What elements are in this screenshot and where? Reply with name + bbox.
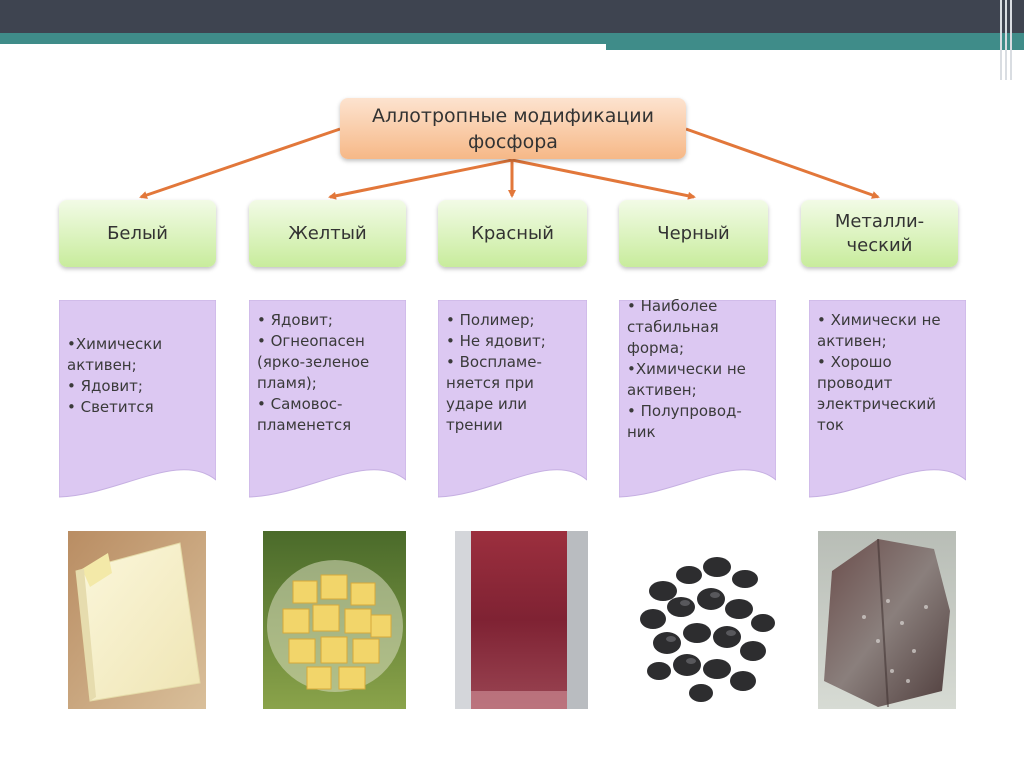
property-item: • Ядовит; bbox=[257, 311, 333, 329]
header-bar bbox=[0, 0, 1024, 33]
property-item: • Воспламе- няется при ударе или трении bbox=[446, 353, 542, 434]
metallic-phosphorus-photo bbox=[818, 531, 956, 709]
description-list: • Наиболее стабильная форма; •Химически … bbox=[627, 296, 772, 443]
black-phosphorus-photo bbox=[631, 531, 783, 709]
arrow-to-metallic bbox=[685, 127, 880, 199]
category-black: Черный bbox=[619, 200, 768, 267]
property-item: •Химически не активен; bbox=[627, 360, 746, 399]
description-white: •Химически активен; • Ядовит; • Светится bbox=[59, 300, 216, 505]
white-phosphorus-block-icon bbox=[68, 531, 206, 709]
description-list: • Ядовит; • Огнеопасен (ярко-зеленое пла… bbox=[257, 310, 402, 436]
property-item: • Светится bbox=[67, 398, 154, 416]
arrow-to-yellow bbox=[328, 158, 513, 200]
category-label: Белый bbox=[107, 222, 168, 244]
category-label: Черный bbox=[657, 222, 730, 244]
description-list: • Полимер; • Не ядовит; • Воспламе- няет… bbox=[446, 310, 583, 436]
red-phosphorus-photo bbox=[455, 531, 588, 709]
red-phosphorus-powder-icon bbox=[455, 531, 588, 709]
description-list: • Химически не активен; • Хорошо проводи… bbox=[817, 310, 962, 436]
arrow-to-white bbox=[139, 127, 341, 199]
arrow-to-black bbox=[511, 158, 696, 200]
category-label: Желтый bbox=[288, 222, 367, 244]
description-yellow: • Ядовит; • Огнеопасен (ярко-зеленое пла… bbox=[249, 300, 406, 505]
property-item: • Полупровод- ник bbox=[627, 402, 742, 441]
category-label: Красный bbox=[471, 222, 554, 244]
property-item: • Ядовит; bbox=[67, 377, 143, 395]
description-metallic: • Химически не активен; • Хорошо проводи… bbox=[809, 300, 966, 505]
property-item: • Самовос- пламенется bbox=[257, 395, 352, 434]
slide-edge-decoration bbox=[996, 0, 1024, 80]
yellow-phosphorus-cubes-icon bbox=[263, 531, 406, 709]
category-white: Белый bbox=[59, 200, 216, 267]
category-yellow: Желтый bbox=[249, 200, 406, 267]
property-item: • Химически не активен; bbox=[817, 311, 941, 350]
description-list: •Химически активен; • Ядовит; • Светится bbox=[67, 334, 212, 418]
white-phosphorus-photo bbox=[68, 531, 206, 709]
property-item: • Наиболее стабильная форма; bbox=[627, 297, 719, 357]
property-item: • Не ядовит; bbox=[446, 332, 546, 350]
yellow-phosphorus-photo bbox=[263, 531, 406, 709]
property-item: • Хорошо проводит электрический ток bbox=[817, 353, 937, 434]
diagram-title-box: Аллотропные модификации фосфора bbox=[340, 98, 686, 159]
diagram-title: Аллотропные модификации фосфора bbox=[371, 104, 655, 153]
header-accent-band bbox=[606, 41, 1024, 50]
property-item: • Огнеопасен (ярко-зеленое пламя); bbox=[257, 332, 370, 392]
property-item: • Полимер; bbox=[446, 311, 535, 329]
category-red: Красный bbox=[438, 200, 587, 267]
description-black: • Наиболее стабильная форма; •Химически … bbox=[619, 297, 776, 505]
description-red: • Полимер; • Не ядовит; • Воспламе- няет… bbox=[438, 300, 587, 505]
property-item: •Химически активен; bbox=[67, 335, 163, 374]
header-accent-strip bbox=[0, 33, 1024, 41]
metallic-phosphorus-rock-icon bbox=[818, 531, 956, 709]
category-metallic: Металли- ческий bbox=[801, 200, 958, 267]
category-label: Металли- ческий bbox=[834, 210, 925, 256]
black-phosphorus-granules-icon bbox=[631, 531, 783, 709]
header-accent-line bbox=[0, 41, 606, 44]
